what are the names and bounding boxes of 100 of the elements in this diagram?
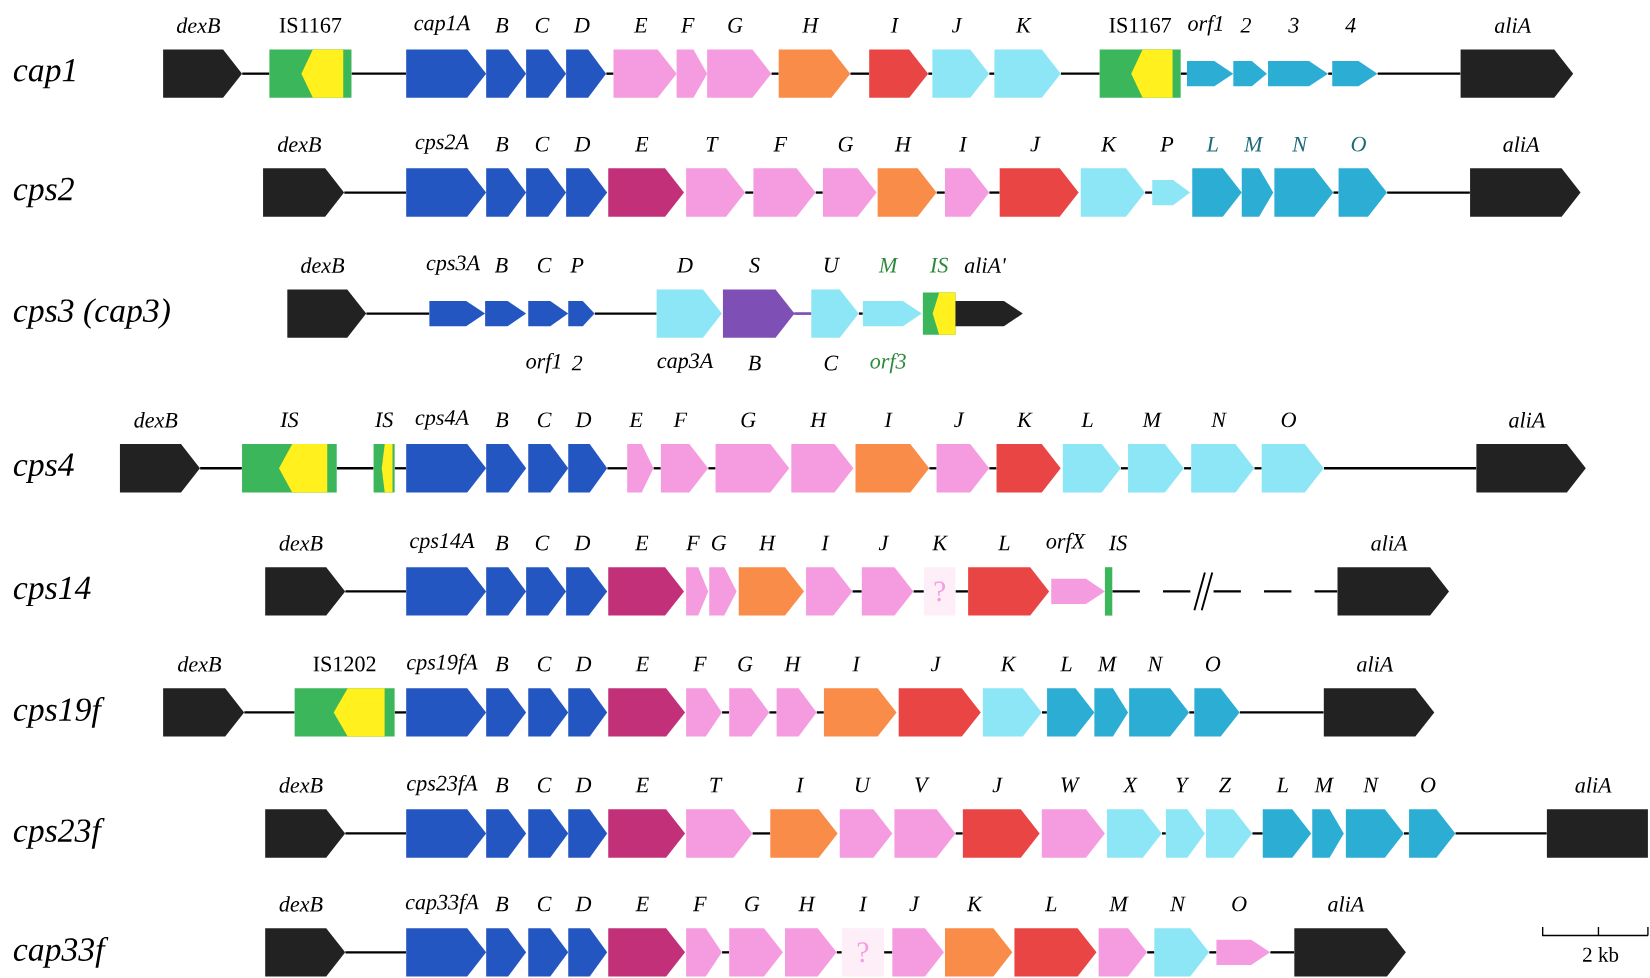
gene-label: F <box>773 137 788 152</box>
gene-label: D <box>574 535 591 551</box>
dna-line <box>1042 711 1047 714</box>
dna-line <box>1145 191 1153 194</box>
cluster-name: cps2 <box>13 178 74 208</box>
dna-line <box>1328 72 1332 76</box>
gene-label: dexB <box>279 896 323 912</box>
cluster-name: cps4 <box>13 453 74 484</box>
gene-label: N <box>1211 412 1227 428</box>
gene-label: C <box>537 896 552 912</box>
gene-label: J <box>952 18 963 33</box>
gene-label: P <box>1160 137 1174 152</box>
gene-label: aliA' <box>964 257 1007 274</box>
dna-line <box>989 467 997 470</box>
gene-label: T <box>706 137 719 152</box>
gene-label: IS1167 <box>279 18 342 33</box>
gene-label: K <box>1016 412 1033 428</box>
gene-label: O <box>1232 896 1247 912</box>
cluster-name: cap1 <box>13 59 75 89</box>
unknown-gene: ? <box>923 567 956 616</box>
gene-label: IS <box>1108 535 1127 551</box>
dna-line <box>913 590 924 593</box>
gene-label: I <box>852 656 861 672</box>
gene-label: 4 <box>1345 18 1356 33</box>
gene-label: aliA <box>1357 656 1394 672</box>
dna-line <box>815 191 823 194</box>
gene-label: H <box>894 137 912 152</box>
gene-label: W <box>1061 777 1081 793</box>
dna-line <box>1324 467 1477 470</box>
dna-line <box>722 711 730 714</box>
gene-label: G <box>738 656 753 672</box>
gene-label: G <box>711 535 727 551</box>
gene-label: E <box>634 137 649 152</box>
gene-label: J <box>954 412 965 428</box>
gene-label: dexB <box>279 535 323 551</box>
gene-label: K <box>1100 137 1117 152</box>
gene-label: IS <box>280 412 299 428</box>
dna-line <box>1112 590 1338 593</box>
gene-label: O <box>1205 656 1221 672</box>
dna-line <box>1180 72 1187 76</box>
gene-label: K <box>1015 18 1032 33</box>
dna-line <box>1252 832 1263 835</box>
dna-line <box>344 191 406 194</box>
gene-label: dexB <box>176 17 220 34</box>
gene-label: F <box>686 535 700 551</box>
gene-label: E <box>635 656 649 672</box>
dna-line <box>242 72 270 76</box>
gene-label: N <box>1292 137 1308 152</box>
cluster-name: cps19f <box>13 697 105 729</box>
gene-label: B <box>747 356 761 371</box>
gene-label: N <box>1363 778 1379 793</box>
gene-label: B <box>495 137 509 152</box>
gene-label: I <box>959 137 968 152</box>
gene-label: E <box>635 896 649 912</box>
gene-label: O <box>1421 777 1436 793</box>
gene-label: dexB <box>279 777 323 793</box>
dna-line <box>1387 191 1470 194</box>
gene-label: C <box>535 18 550 33</box>
gene-label: F <box>692 896 707 912</box>
dna-line <box>345 590 406 593</box>
dna-line <box>1189 711 1195 714</box>
gene-label: I <box>821 535 830 551</box>
gene-label: B <box>494 258 508 273</box>
gene-label: L <box>1060 656 1072 672</box>
gene-label: L <box>1081 412 1093 428</box>
gene-label: 3 <box>1288 18 1299 33</box>
gene-label: K <box>1000 656 1017 672</box>
gene-label: L <box>1276 778 1288 793</box>
gene-label: D <box>676 258 693 273</box>
cluster-name: cps3 (cap3) <box>13 298 170 330</box>
cluster-name: cps14 <box>13 576 91 607</box>
dna-line <box>394 711 406 714</box>
dna-line <box>722 951 730 954</box>
dna-line <box>816 711 824 714</box>
cluster-name: cap33f <box>13 937 109 968</box>
dna-line <box>989 72 995 76</box>
gene-label: J <box>1030 137 1041 152</box>
cluster-name: cps23f <box>13 818 105 850</box>
gene-label: C <box>535 136 550 152</box>
gene-label: H <box>784 656 802 672</box>
dna-line <box>606 72 614 76</box>
dna-line <box>1270 951 1295 954</box>
gene-label: F <box>673 412 688 428</box>
gene-label: cps4A <box>415 410 470 430</box>
gene-label: D <box>575 896 592 912</box>
gene-label: dexB <box>278 136 321 153</box>
gene-label: cps2A <box>415 134 470 155</box>
dna-line <box>1377 72 1461 76</box>
gene-label: G <box>838 136 854 152</box>
dna-line <box>955 832 963 835</box>
dna-line <box>1184 467 1191 470</box>
gene-label: aliA <box>1509 412 1546 428</box>
gene-label: H <box>809 412 828 428</box>
dna-line <box>708 467 716 470</box>
gene-label: D <box>573 18 590 33</box>
gene-label: IS <box>374 412 393 428</box>
gene-label: IS <box>929 257 949 273</box>
gene-label: L <box>998 535 1010 551</box>
unknown-gene: ? <box>841 928 884 977</box>
gene-label: E <box>634 535 649 551</box>
